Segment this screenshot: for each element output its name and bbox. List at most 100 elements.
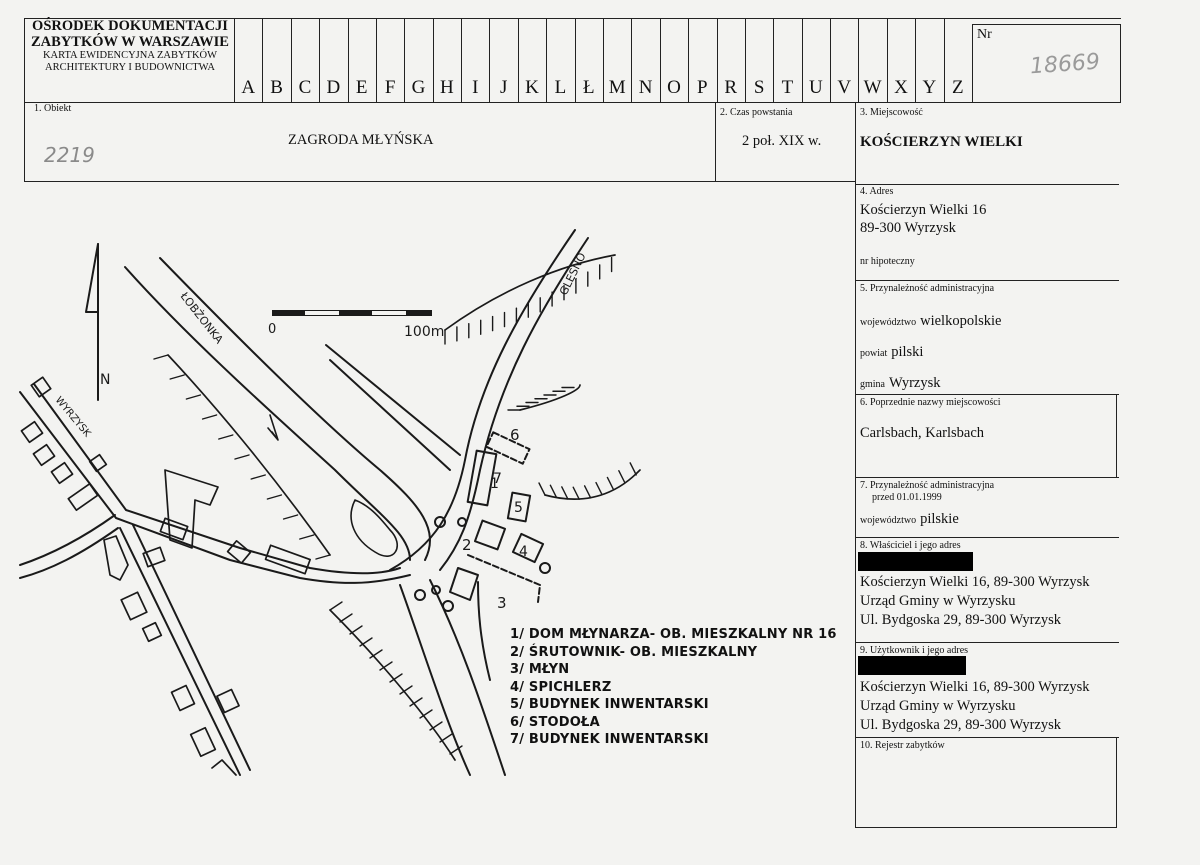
letter-divider <box>432 18 434 102</box>
legend-item-2: 2/ ŚRUTOWNIK- OB. MIESZKALNY <box>510 644 758 660</box>
letter-cell: V <box>837 77 852 98</box>
hatch-mark <box>218 434 234 440</box>
letter-divider <box>886 18 888 102</box>
obiekt-value: ZAGRODA MŁYŃSKA <box>288 132 434 148</box>
roads <box>19 229 589 776</box>
wlasciciel-line3: Ul. Bydgoska 29, 89-300 Wyrzysk <box>860 612 1062 628</box>
przynaleznosc-1999-label2: przed 01.01.1999 <box>872 492 942 503</box>
letter-divider <box>404 18 406 102</box>
road-glesno-label: GLĘSNO <box>557 250 589 297</box>
letter-divider <box>801 18 803 102</box>
letter-divider <box>659 18 661 102</box>
letter-cell: X <box>894 77 908 98</box>
wlasciciel-line1: Kościerzyn Wielki 16, 89-300 Wyrzysk <box>860 574 1090 590</box>
hatch-mark <box>282 514 299 520</box>
map-legend: 1/ DOM MŁYNARZA- OB. MIESZKALNY NR 16 2/… <box>510 626 837 749</box>
hatch-mark <box>561 486 569 500</box>
rejestr-label: 10. Rejestr zabytków <box>860 740 945 751</box>
hatch-mark <box>389 673 403 683</box>
river <box>267 414 399 557</box>
gmina-value: Wyrzysk <box>889 375 941 391</box>
hatch-mark <box>250 474 266 480</box>
letter-cell: S <box>753 77 765 98</box>
building-number-5: 5 <box>514 500 523 516</box>
miejscowosc-value: KOŚCIERZYN WIELKI <box>860 134 1023 150</box>
letter-cell: H <box>440 77 454 98</box>
building-number-3: 3 <box>497 594 507 612</box>
uzytkownik-redaction <box>858 656 966 675</box>
wojewodztwo-value: wielkopolskie <box>920 313 1002 329</box>
legend-item-1: 1/ DOM MŁYNARZA- OB. MIESZKALNY NR 16 <box>510 627 837 642</box>
letter-cell: U <box>809 77 823 98</box>
north-arrow-icon <box>85 243 99 401</box>
wojewodztwo-label: województwo <box>860 317 917 328</box>
wojewodztwo-row: województwo wielkopolskie <box>860 312 1001 330</box>
building-number-7: 7 <box>493 471 502 487</box>
nr-label: Nr <box>977 27 992 42</box>
hatch-mark <box>299 534 315 540</box>
institution-name-line2: ZABYTKÓW W WARSZAWIE <box>31 34 229 50</box>
site-plan-map: N 0 100m ŁOBŻONKA GLĘSNO WYRZYSK 1 2 3 4… <box>19 229 641 776</box>
building-number-2: 2 <box>462 536 472 554</box>
letter-divider <box>290 18 292 102</box>
letter-divider <box>347 18 349 102</box>
form-title-line1: KARTA EWIDENCYJNA ZABYTKÓW <box>42 50 218 61</box>
letter-cell: R <box>724 77 738 98</box>
building-number-1: 1 <box>490 476 499 492</box>
letter-cell: J <box>499 77 508 98</box>
wlasciciel-redaction <box>858 552 973 571</box>
letter-cell: W <box>863 77 882 98</box>
hatch-mark <box>329 601 343 611</box>
letter-divider <box>773 18 775 102</box>
wlasciciel-line2: Urząd Gminy w Wyrzysku <box>860 593 1016 609</box>
hatch-mark <box>185 394 202 400</box>
letter-cell: N <box>638 77 653 98</box>
letter-divider <box>631 18 633 102</box>
hatch-mark <box>439 733 453 743</box>
gmina-row: gmina Wyrzysk <box>860 374 940 392</box>
letter-cell: Y <box>922 77 937 98</box>
legend-item-6: 6/ STODOŁA <box>510 714 600 730</box>
gmina-label: gmina <box>860 379 885 390</box>
institution-name-line1: OŚRODEK DOKUMENTACJI <box>32 18 228 34</box>
uzytkownik-line3: Ul. Bydgoska 29, 89-300 Wyrzysk <box>860 717 1062 733</box>
letter-cell: M <box>608 77 626 98</box>
letter-cell: K <box>525 77 539 98</box>
poprzednie-value: Carlsbach, Karlsbach <box>860 425 985 441</box>
scale-end-label: 100m <box>404 324 444 340</box>
hatch-mark <box>369 649 383 659</box>
obiekt-label: 1. Obiekt <box>34 103 72 114</box>
embankments <box>167 254 641 761</box>
legend-item-3: 3/ MŁYN <box>510 662 570 677</box>
hipoteczny-label: nr hipoteczny <box>860 256 915 267</box>
hatch-mark <box>618 470 626 484</box>
village-buildings <box>20 376 311 776</box>
czas-value: 2 poł. XIX w. <box>742 133 822 149</box>
powiat-label: powiat <box>860 348 888 359</box>
letter-cell: D <box>326 77 341 98</box>
legend-item-5: 5/ BUDYNEK INWENTARSKI <box>510 697 709 712</box>
hatch-mark <box>572 486 580 500</box>
legend-item-7: 7/ BUDYNEK INWENTARSKI <box>510 732 709 747</box>
hatch-mark <box>349 625 363 635</box>
letter-divider <box>574 18 576 102</box>
hatch-mark <box>153 354 169 360</box>
hatch-mark <box>549 484 558 498</box>
hatch-mark <box>583 485 592 499</box>
letter-cell: T <box>781 77 794 98</box>
hatch-mark <box>234 454 250 460</box>
letter-cell: O <box>667 77 681 98</box>
hatch-mark <box>429 721 443 731</box>
north-label: N <box>100 372 110 388</box>
letter-cell: B <box>270 77 283 98</box>
hatch-mark <box>606 476 615 491</box>
scale-bar <box>272 310 432 316</box>
form-title-line2: ARCHITEKTURY I BUDOWNICTWA <box>45 62 215 73</box>
miejscowosc-label: 3. Miejscowość <box>860 107 923 118</box>
przynaleznosc-label: 5. Przynależność administracyjna <box>860 283 995 294</box>
letter-cell: I <box>472 77 479 98</box>
powiat-row: powiat pilski <box>860 343 923 361</box>
letter-divider <box>461 18 463 102</box>
poprzednie-label: 6. Poprzednie nazwy miejscowości <box>860 397 1001 408</box>
